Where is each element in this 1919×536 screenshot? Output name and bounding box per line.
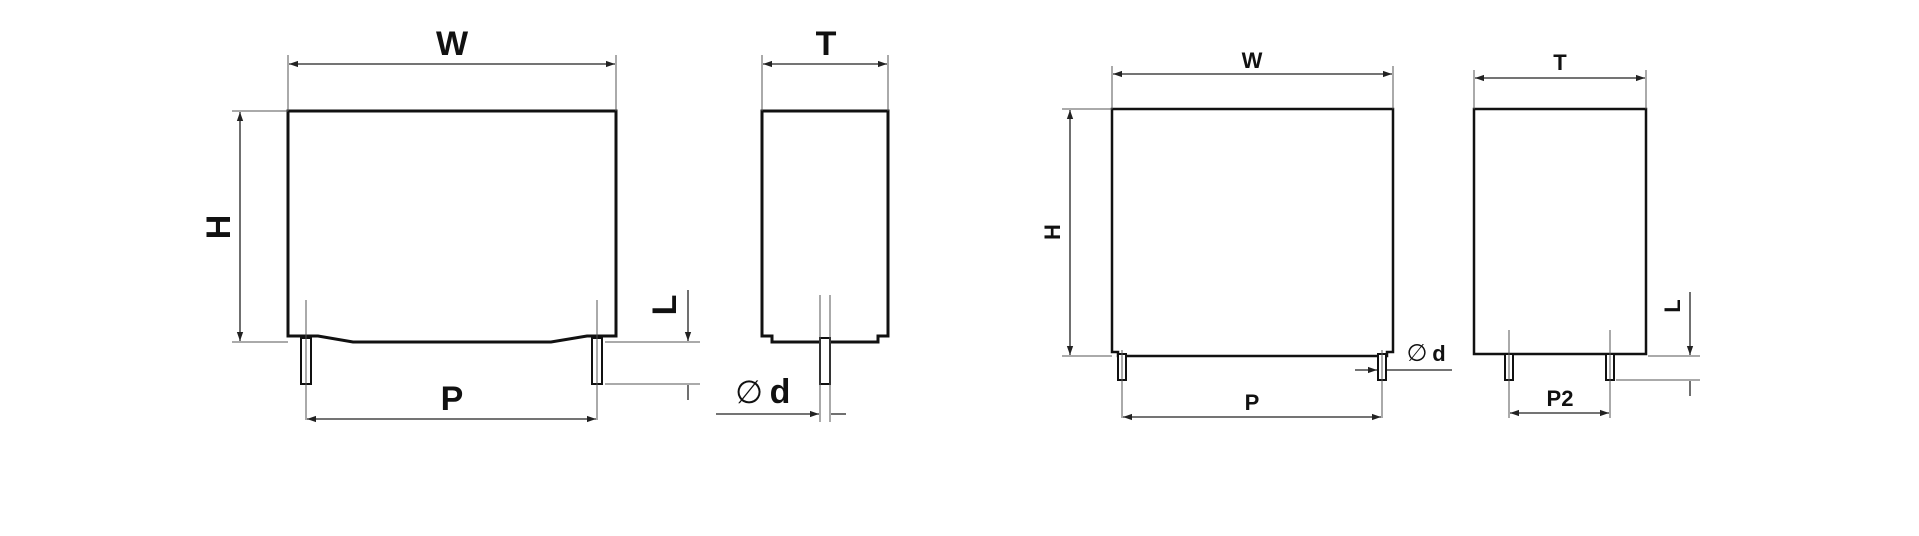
diagram-a-side-view: T L ∅ d xyxy=(605,25,890,422)
capacitor-body-side-a xyxy=(760,109,890,344)
width-label-b: W xyxy=(1242,48,1263,73)
pitch-label-b: P xyxy=(1245,390,1260,415)
diameter-label-a: d xyxy=(770,373,791,411)
diagram-b-front-view: W H P ∅ d xyxy=(1040,48,1452,421)
diameter-symbol-a: ∅ xyxy=(735,373,763,411)
lead-length-label-a: L xyxy=(646,295,684,316)
thickness-label-a: T xyxy=(816,25,837,63)
thickness-label-b: T xyxy=(1553,50,1567,75)
capacitor-body-front-b xyxy=(1110,107,1395,358)
diameter-symbol-b: ∅ xyxy=(1407,339,1428,367)
capacitor-body-front-a xyxy=(286,109,618,344)
height-label-b: H xyxy=(1040,224,1065,240)
diagram-a-front-view: W H P xyxy=(200,25,618,423)
capacitor-body-side-b xyxy=(1472,107,1648,356)
diagram-b: W H P ∅ d T xyxy=(1040,48,1700,421)
diagram-a: W H P T L xyxy=(200,25,890,423)
width-label-a: W xyxy=(436,25,469,63)
diagram-b-side-view: T L P2 xyxy=(1472,50,1700,418)
pitch2-label-b: P2 xyxy=(1547,386,1574,411)
pitch-label-a: P xyxy=(441,380,464,418)
lead-side-a xyxy=(819,337,831,385)
height-label-a: H xyxy=(200,215,238,240)
lead-length-label-b: L xyxy=(1660,299,1685,312)
diameter-label-b: d xyxy=(1432,341,1445,366)
